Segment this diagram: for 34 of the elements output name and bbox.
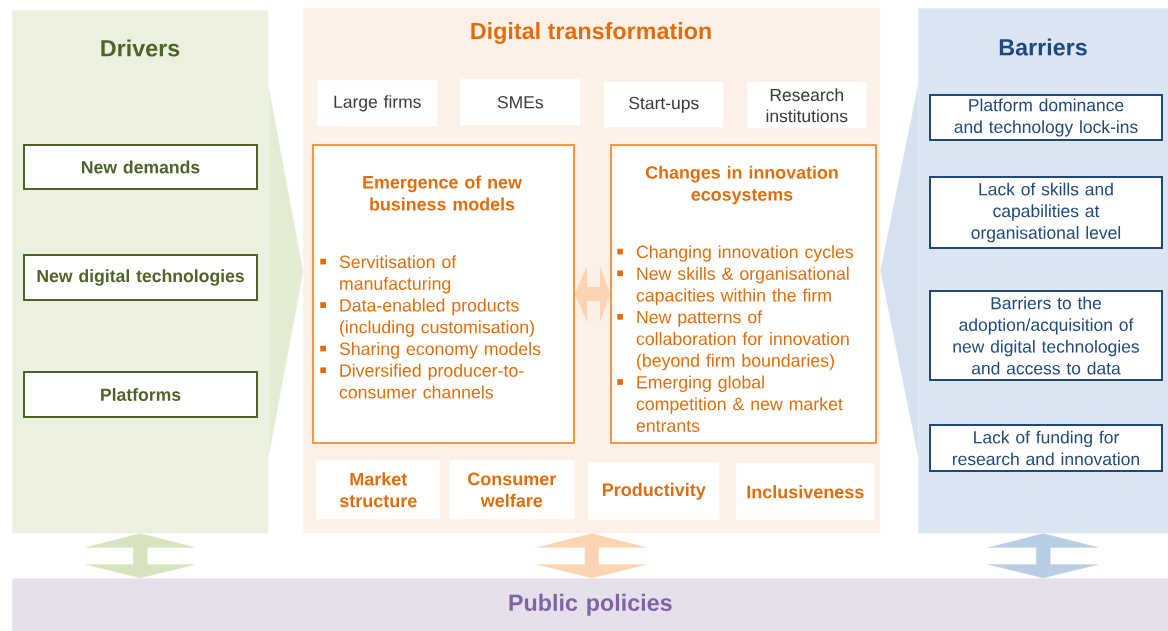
text-box — [312, 144, 575, 444]
driver-box: New demands — [23, 144, 258, 190]
arrow — [85, 533, 196, 579]
barrier-box: Lack of skills and capabilities at organisational level — [929, 176, 1163, 249]
arrow — [574, 265, 611, 323]
barrier-box: Platform dominance and technology lock-ins — [929, 94, 1163, 141]
bullet-item: Diversified producer-to-consumer channels — [320, 363, 524, 399]
bullet-item: Servitisation of manufacturing — [320, 255, 457, 294]
bullet-item: New skills & organisational capacities within the firm — [617, 266, 849, 306]
barrier-box: Lack of funding for research and innovation — [929, 424, 1163, 472]
panel: Public policies — [12, 578, 1168, 631]
actor-box: Research institutions — [747, 82, 867, 129]
driver-box: Platforms — [23, 371, 258, 418]
actor-box: Large firms — [317, 80, 438, 127]
impact-box: Inclusiveness — [736, 463, 875, 521]
impact-box: Consumer welfare — [449, 460, 575, 520]
barrier-box: Barriers to the adoption/acquisition of new digital technologies and access to data — [929, 290, 1163, 381]
bullet-item: Data-enabled products (including customisation) — [320, 298, 534, 337]
impact-box: Productivity — [588, 462, 720, 521]
impact-box: Market structure — [316, 460, 441, 520]
arrow — [268, 86, 304, 457]
driver-box: New digital technologies — [23, 254, 258, 301]
actor-box: Start-ups — [604, 82, 724, 128]
box-heading: Emergence of new business models — [363, 175, 522, 211]
text-box — [610, 144, 877, 444]
bullet-item: New patterns of collaboration for innovation (beyond firm boundaries) — [617, 310, 849, 371]
bullet-item: Emerging global competition & new market entrants — [617, 375, 843, 433]
arrow — [988, 533, 1099, 579]
actor-box: SMEs — [460, 79, 581, 126]
box-heading: Changes in innovation ecosystems — [645, 165, 838, 205]
bullet-item: Changing innovation cycles — [617, 245, 854, 262]
bullet-item: Sharing economy models — [320, 342, 541, 359]
arrow — [880, 85, 919, 456]
arrow — [536, 533, 647, 579]
